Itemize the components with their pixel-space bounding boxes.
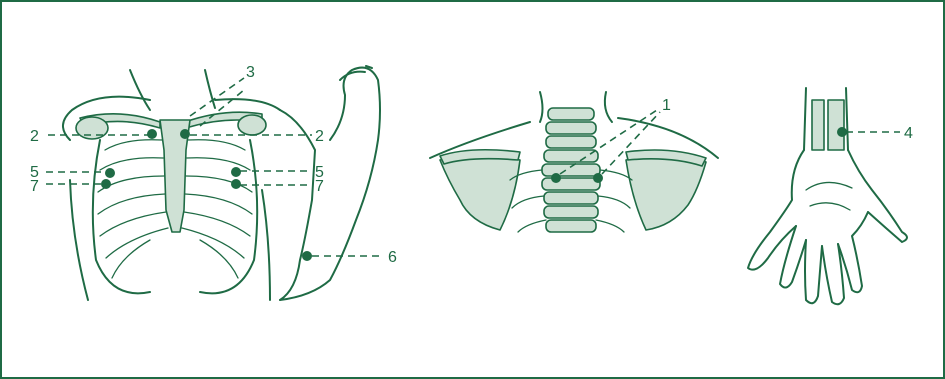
label-3: 3 (246, 64, 255, 81)
label-2-left: 2 (30, 128, 39, 145)
landmark-dot-1-left (551, 173, 561, 183)
landmark-dot-7-right (231, 179, 241, 189)
landmark-dot-5-left (105, 168, 115, 178)
label-4: 4 (904, 125, 913, 142)
back-neck-figure (430, 92, 718, 232)
landmark-dot-5-right (231, 167, 241, 177)
landmark-dot-6 (302, 251, 312, 261)
landmark-dot-1-right (593, 173, 603, 183)
landmark-dot-2-right (180, 129, 190, 139)
hand-wrist-figure (748, 88, 907, 304)
label-7-left: 7 (30, 178, 39, 195)
label-1: 1 (662, 97, 671, 114)
label-7-right: 7 (315, 178, 324, 195)
label-6: 6 (388, 249, 397, 266)
leader-line-3-a (190, 78, 244, 116)
landmark-dot-4 (837, 127, 847, 137)
landmark-dot-2-left (147, 129, 157, 139)
label-2-right: 2 (315, 128, 324, 145)
landmark-dot-7-left (101, 179, 111, 189)
